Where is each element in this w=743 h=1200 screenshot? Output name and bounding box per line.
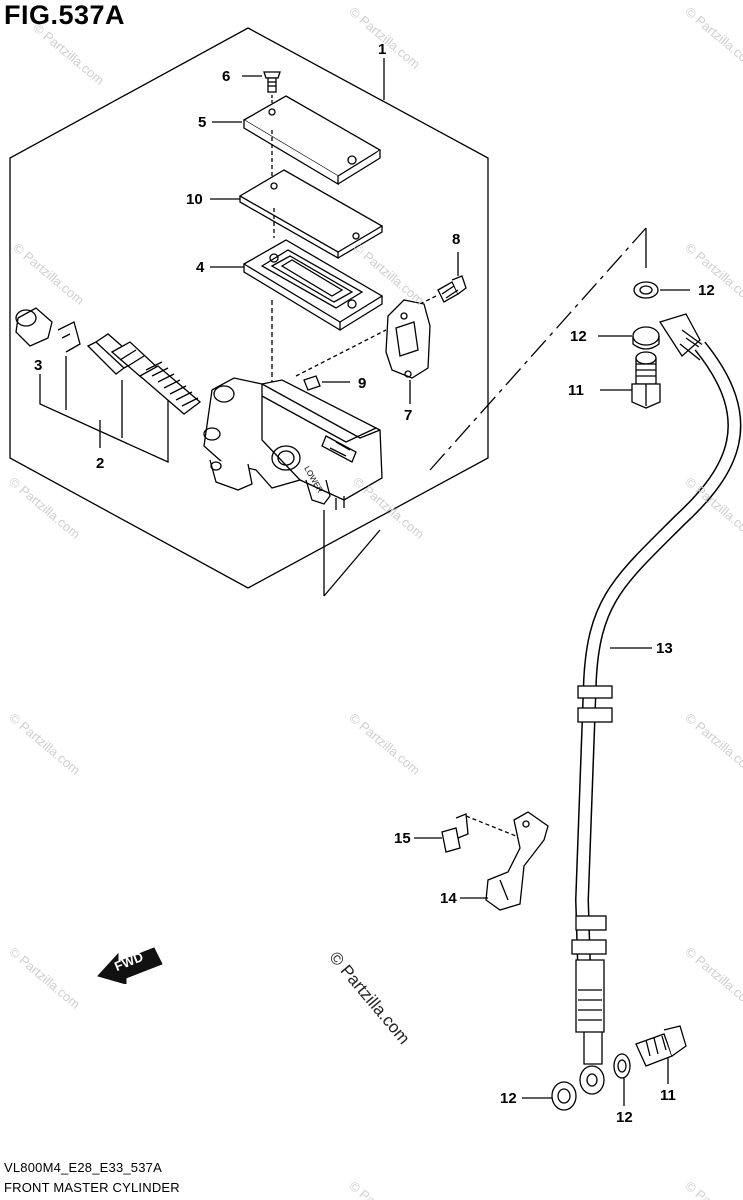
diaphragm-part [242,239,384,332]
cover-screw-part [263,71,281,93]
callout-12-upper: 12 [698,282,715,299]
callout-12-lower-left: 12 [500,1090,517,1107]
assembly-outline [9,27,489,589]
clamp-screw-part [437,275,467,303]
handlebar-clamp-part [385,299,431,379]
diagram-caption: FRONT MASTER CYLINDER [4,1180,180,1195]
callout-13: 13 [656,640,673,657]
reservoir-cap-part [242,95,382,186]
callout-2: 2 [96,455,105,472]
washer-lower-right-part [613,1053,631,1079]
callout-14: 14 [440,890,457,907]
callout-3: 3 [34,357,43,374]
banjo-bolt-upper-part [631,351,661,409]
callout-11-upper: 11 [568,382,584,399]
callout-15: 15 [394,830,411,847]
fwd-arrow-icon [97,947,163,984]
callout-12-middle: 12 [570,328,587,345]
callout-6: 6 [222,68,231,85]
callout-10: 10 [186,191,203,208]
hose-bracket-part [485,811,549,911]
piston-assembly-part [15,307,202,415]
callout-4: 4 [196,259,205,276]
callout-1: 1 [378,41,387,58]
bracket-bolt-part [441,813,469,853]
banjo-bolt-lower-part [635,1025,687,1067]
washer-upper-part [633,281,659,299]
callout-5: 5 [198,114,207,131]
bracket-2 [39,398,169,464]
callout-8: 8 [452,231,461,248]
callout-9: 9 [358,375,367,392]
diagram-code: VL800M4_E28_E33_537A [4,1160,162,1175]
washer-middle-part [632,326,660,350]
callout-11-lower: 11 [660,1087,676,1104]
washer-lower-left-part [551,1081,577,1111]
small-screw-part [303,375,321,391]
callout-12-lower-right: 12 [616,1109,633,1126]
master-cylinder-body-part: LOWER [203,377,383,510]
brake-hose-part [571,313,742,1095]
figure-title: FIG.537A [4,0,126,30]
callout-7: 7 [404,407,413,424]
